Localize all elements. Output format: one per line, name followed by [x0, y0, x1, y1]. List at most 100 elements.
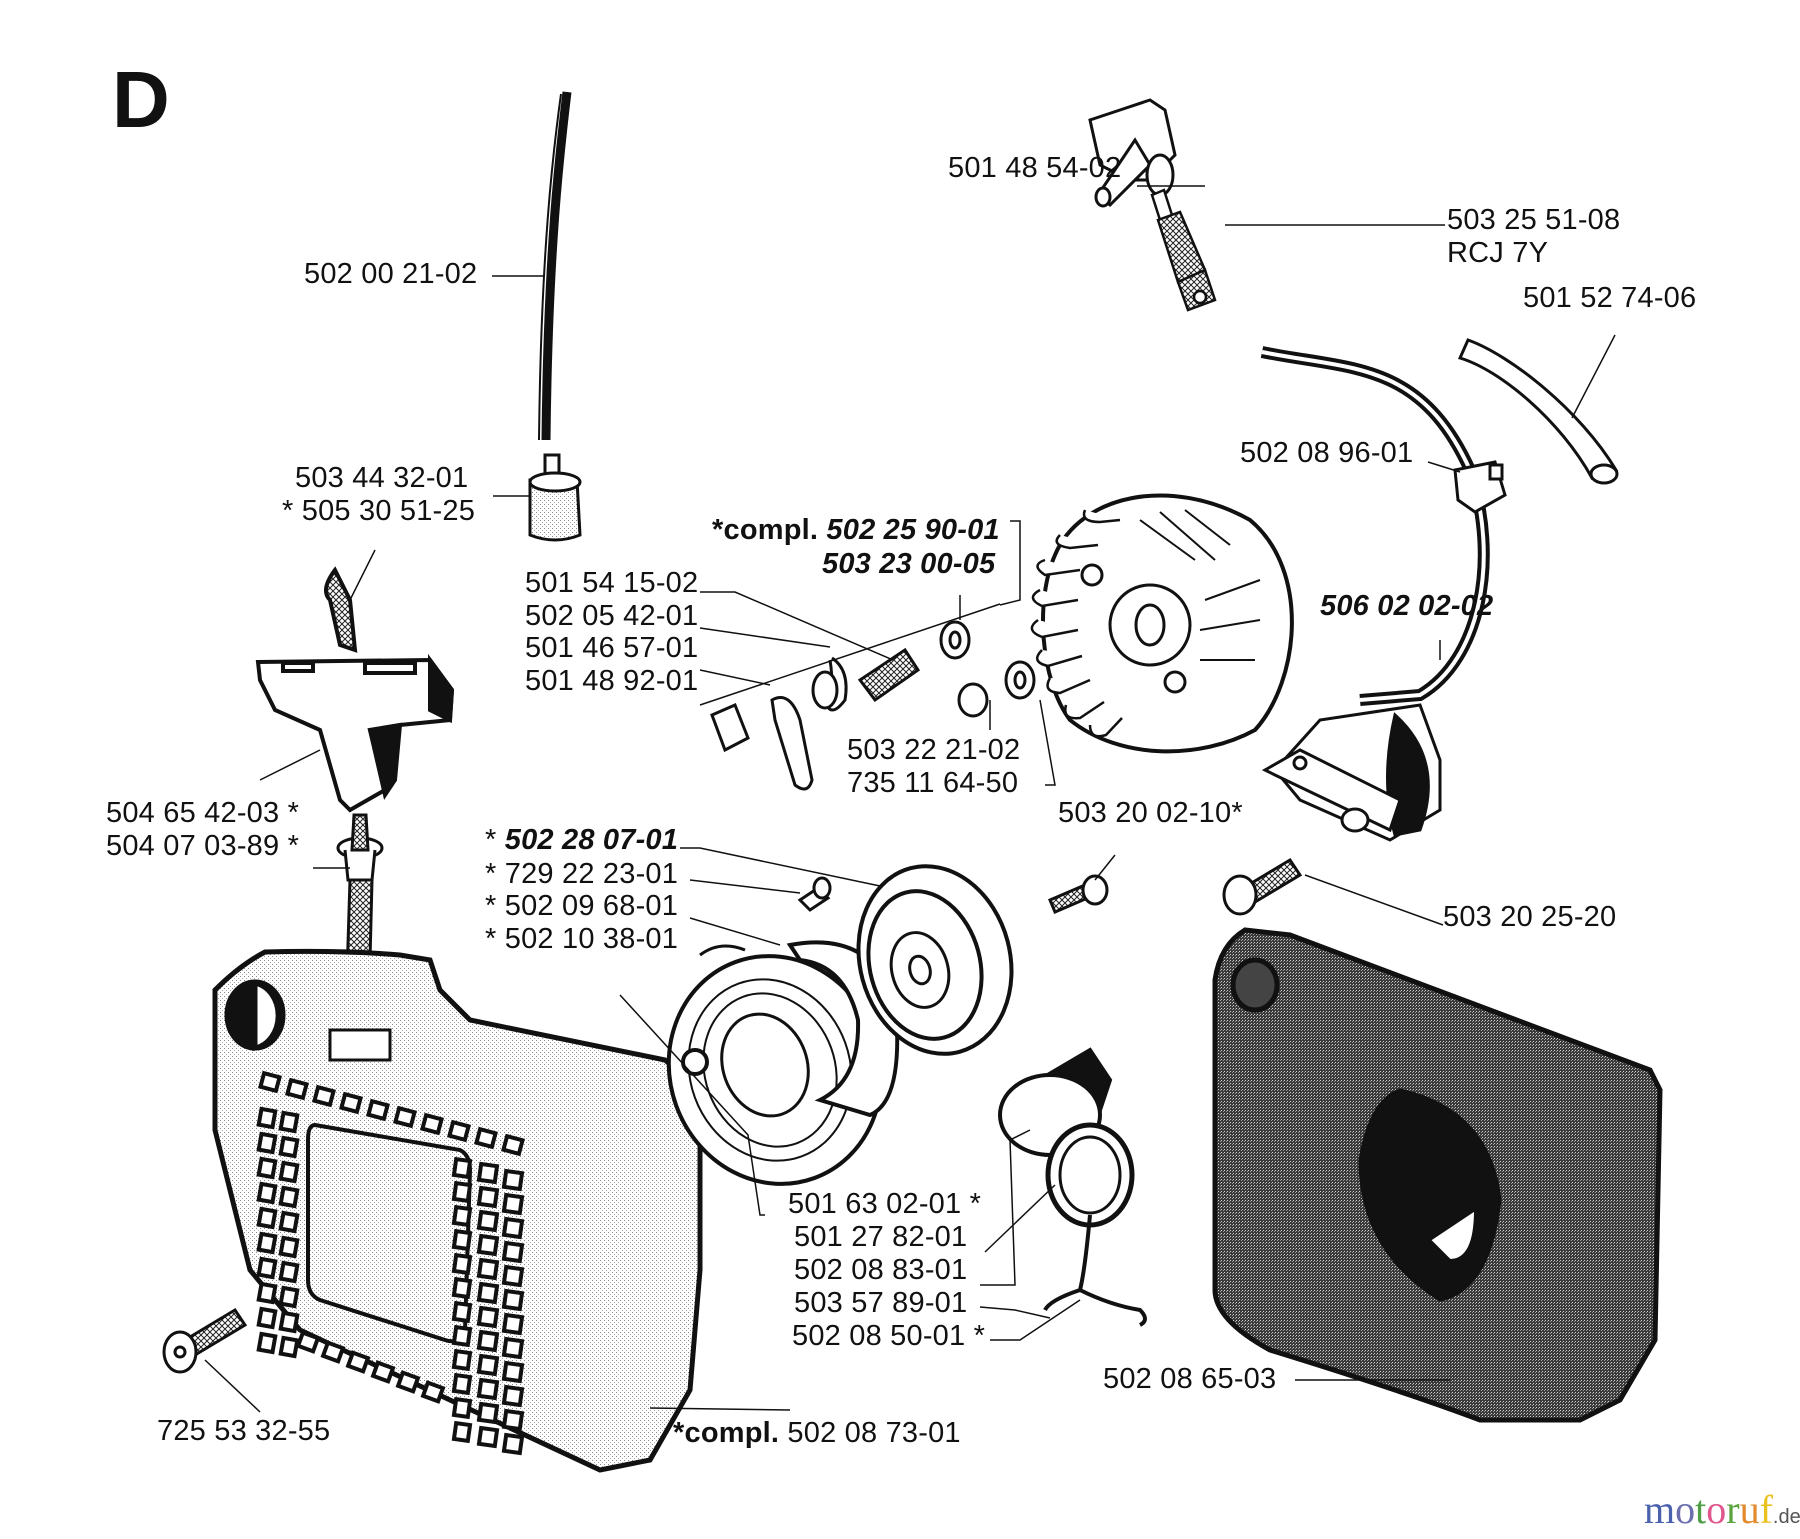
- part-label-starter-1[interactable]: * 502 28 07-01: [485, 824, 678, 857]
- flywheel: [1030, 493, 1294, 754]
- vent-hole: [278, 1160, 300, 1184]
- spark-plug-cap: [1088, 98, 1177, 208]
- part-label-rope-guide[interactable]: 504 07 03-89 *: [106, 830, 300, 862]
- vent-hole: [451, 1276, 473, 1300]
- part-label-starter-compl[interactable]: *compl. 502 08 73-01: [673, 1417, 961, 1450]
- spark-plug-type: RCJ 7Y: [1447, 237, 1549, 269]
- vent-hole: [501, 1240, 525, 1264]
- logo-letter: o: [1675, 1487, 1696, 1532]
- vent-hole: [278, 1110, 300, 1134]
- part-label-handle[interactable]: 504 65 42-03 *: [106, 797, 300, 829]
- vent-hole: [366, 1098, 390, 1122]
- part-label-spring-4[interactable]: 503 57 89-01: [794, 1287, 968, 1319]
- part-label-tank[interactable]: 502 08 65-03: [1103, 1363, 1277, 1395]
- part-label-pawl-1[interactable]: 501 54 15-02: [525, 567, 699, 599]
- part-label-ignition-module[interactable]: 506 02 02-02: [1320, 590, 1494, 622]
- clamp: [1453, 460, 1507, 514]
- vent-hole: [393, 1105, 417, 1129]
- part-label-spring-1[interactable]: 501 63 02-01 *: [788, 1188, 982, 1220]
- part-label-flywheel[interactable]: 503 23 00-05: [822, 548, 996, 580]
- part-label-spark-plug-cap[interactable]: 501 48 54-02: [948, 152, 1122, 184]
- part-label-pawl-3[interactable]: 501 46 57-01: [525, 632, 699, 664]
- part-label-spring-3[interactable]: 502 08 83-01: [794, 1254, 968, 1286]
- part-label-spark-plug[interactable]: 503 25 51-08: [1447, 204, 1621, 236]
- vent-hole: [451, 1324, 473, 1348]
- starter-number: 502 28 07-01: [504, 824, 679, 856]
- asterisk: *: [485, 890, 505, 922]
- vent-hole: [501, 1288, 525, 1312]
- compl-prefix: *compl.: [673, 1417, 780, 1449]
- ignition-module: [1261, 703, 1442, 842]
- part-label-fuel-filter[interactable]: 503 44 32-01: [295, 462, 469, 494]
- vent-hole: [312, 1084, 336, 1108]
- vent-hole: [278, 1335, 300, 1359]
- vent-hole: [476, 1329, 500, 1353]
- vent-hole: [474, 1126, 498, 1150]
- vent-hole: [476, 1281, 500, 1305]
- vent-hole: [256, 1306, 278, 1330]
- protective-hose: [1457, 338, 1619, 485]
- vent-hole: [476, 1233, 500, 1257]
- starter-number: 729 22 23-01: [504, 858, 679, 890]
- small-screws: [797, 857, 1303, 916]
- starter-pulley: [856, 864, 1014, 1056]
- compl-number: 502 25 90-01: [826, 514, 1000, 546]
- part-label-hose[interactable]: 501 52 74-06: [1523, 282, 1697, 314]
- vent-hole: [501, 1336, 525, 1360]
- logo-letter: f: [1759, 1487, 1773, 1532]
- asterisk: *: [485, 824, 505, 856]
- vent-hole: [501, 1168, 525, 1192]
- vent-hole: [451, 1228, 473, 1252]
- vent-hole: [451, 1204, 473, 1228]
- vent-hole: [278, 1260, 300, 1284]
- part-label-screw-a[interactable]: 503 20 02-10*: [1058, 797, 1243, 829]
- part-label-washer[interactable]: 735 11 64-50: [847, 767, 1019, 799]
- part-label-starter-4[interactable]: * 502 10 38-01: [485, 923, 678, 956]
- vent-hole: [451, 1300, 473, 1324]
- part-label-clamp[interactable]: 502 08 96-01: [1240, 437, 1414, 469]
- part-label-fuel-hose[interactable]: 502 00 21-02: [304, 258, 478, 290]
- starter-number: 502 10 38-01: [504, 923, 679, 955]
- vent-hole: [476, 1353, 500, 1377]
- vent-hole: [256, 1281, 278, 1305]
- spark-plug: [1150, 188, 1217, 312]
- part-label-spring-5[interactable]: 502 08 50-01 *: [792, 1320, 986, 1352]
- vent-hole: [451, 1420, 473, 1444]
- vent-hole: [285, 1077, 309, 1101]
- vent-hole: [476, 1377, 500, 1401]
- vent-hole: [256, 1331, 278, 1355]
- vent-hole: [256, 1231, 278, 1255]
- vent-hole: [476, 1425, 500, 1449]
- part-label-pawl-2[interactable]: 502 05 42-01: [525, 600, 699, 632]
- part-label-screw-c[interactable]: 725 53 32-55: [157, 1415, 331, 1447]
- vent-hole: [256, 1181, 278, 1205]
- vent-hole: [451, 1252, 473, 1276]
- logo-wordmark: motoruf: [1644, 1488, 1773, 1532]
- logo-tld: .de: [1772, 1506, 1800, 1528]
- fuel-cap: [998, 1047, 1147, 1327]
- leader-lines: [204, 185, 1616, 1413]
- part-label-pawl-4[interactable]: 501 48 92-01: [525, 665, 699, 697]
- housing-vents: [256, 1070, 525, 1456]
- vent-hole: [420, 1380, 446, 1404]
- vent-hole: [256, 1106, 278, 1130]
- compl-prefix: *compl.: [712, 514, 819, 546]
- part-label-flywheel-compl[interactable]: *compl. 502 25 90-01: [712, 514, 1000, 547]
- part-label-starter-3[interactable]: * 502 09 68-01: [485, 890, 678, 923]
- logo-letter: r: [1726, 1487, 1740, 1532]
- vent-hole: [501, 1216, 525, 1240]
- part-label-screw-b[interactable]: 503 20 25-20: [1443, 901, 1617, 933]
- logo-letter: u: [1739, 1487, 1760, 1532]
- vent-hole: [278, 1285, 300, 1309]
- starter-handle: [255, 566, 455, 813]
- vent-hole: [256, 1131, 278, 1155]
- part-label-fuel-filter-alt[interactable]: * 505 30 51-25: [282, 495, 476, 527]
- vent-hole: [345, 1350, 371, 1374]
- part-label-starter-2[interactable]: * 729 22 23-01: [485, 858, 678, 891]
- vent-hole: [476, 1305, 500, 1329]
- screw-bottom-left: [162, 1307, 248, 1374]
- vent-hole: [476, 1185, 500, 1209]
- pawl-parts: [710, 620, 1036, 791]
- part-label-spring-2[interactable]: 501 27 82-01: [794, 1221, 968, 1253]
- part-label-nut[interactable]: 503 22 21-02: [847, 734, 1021, 766]
